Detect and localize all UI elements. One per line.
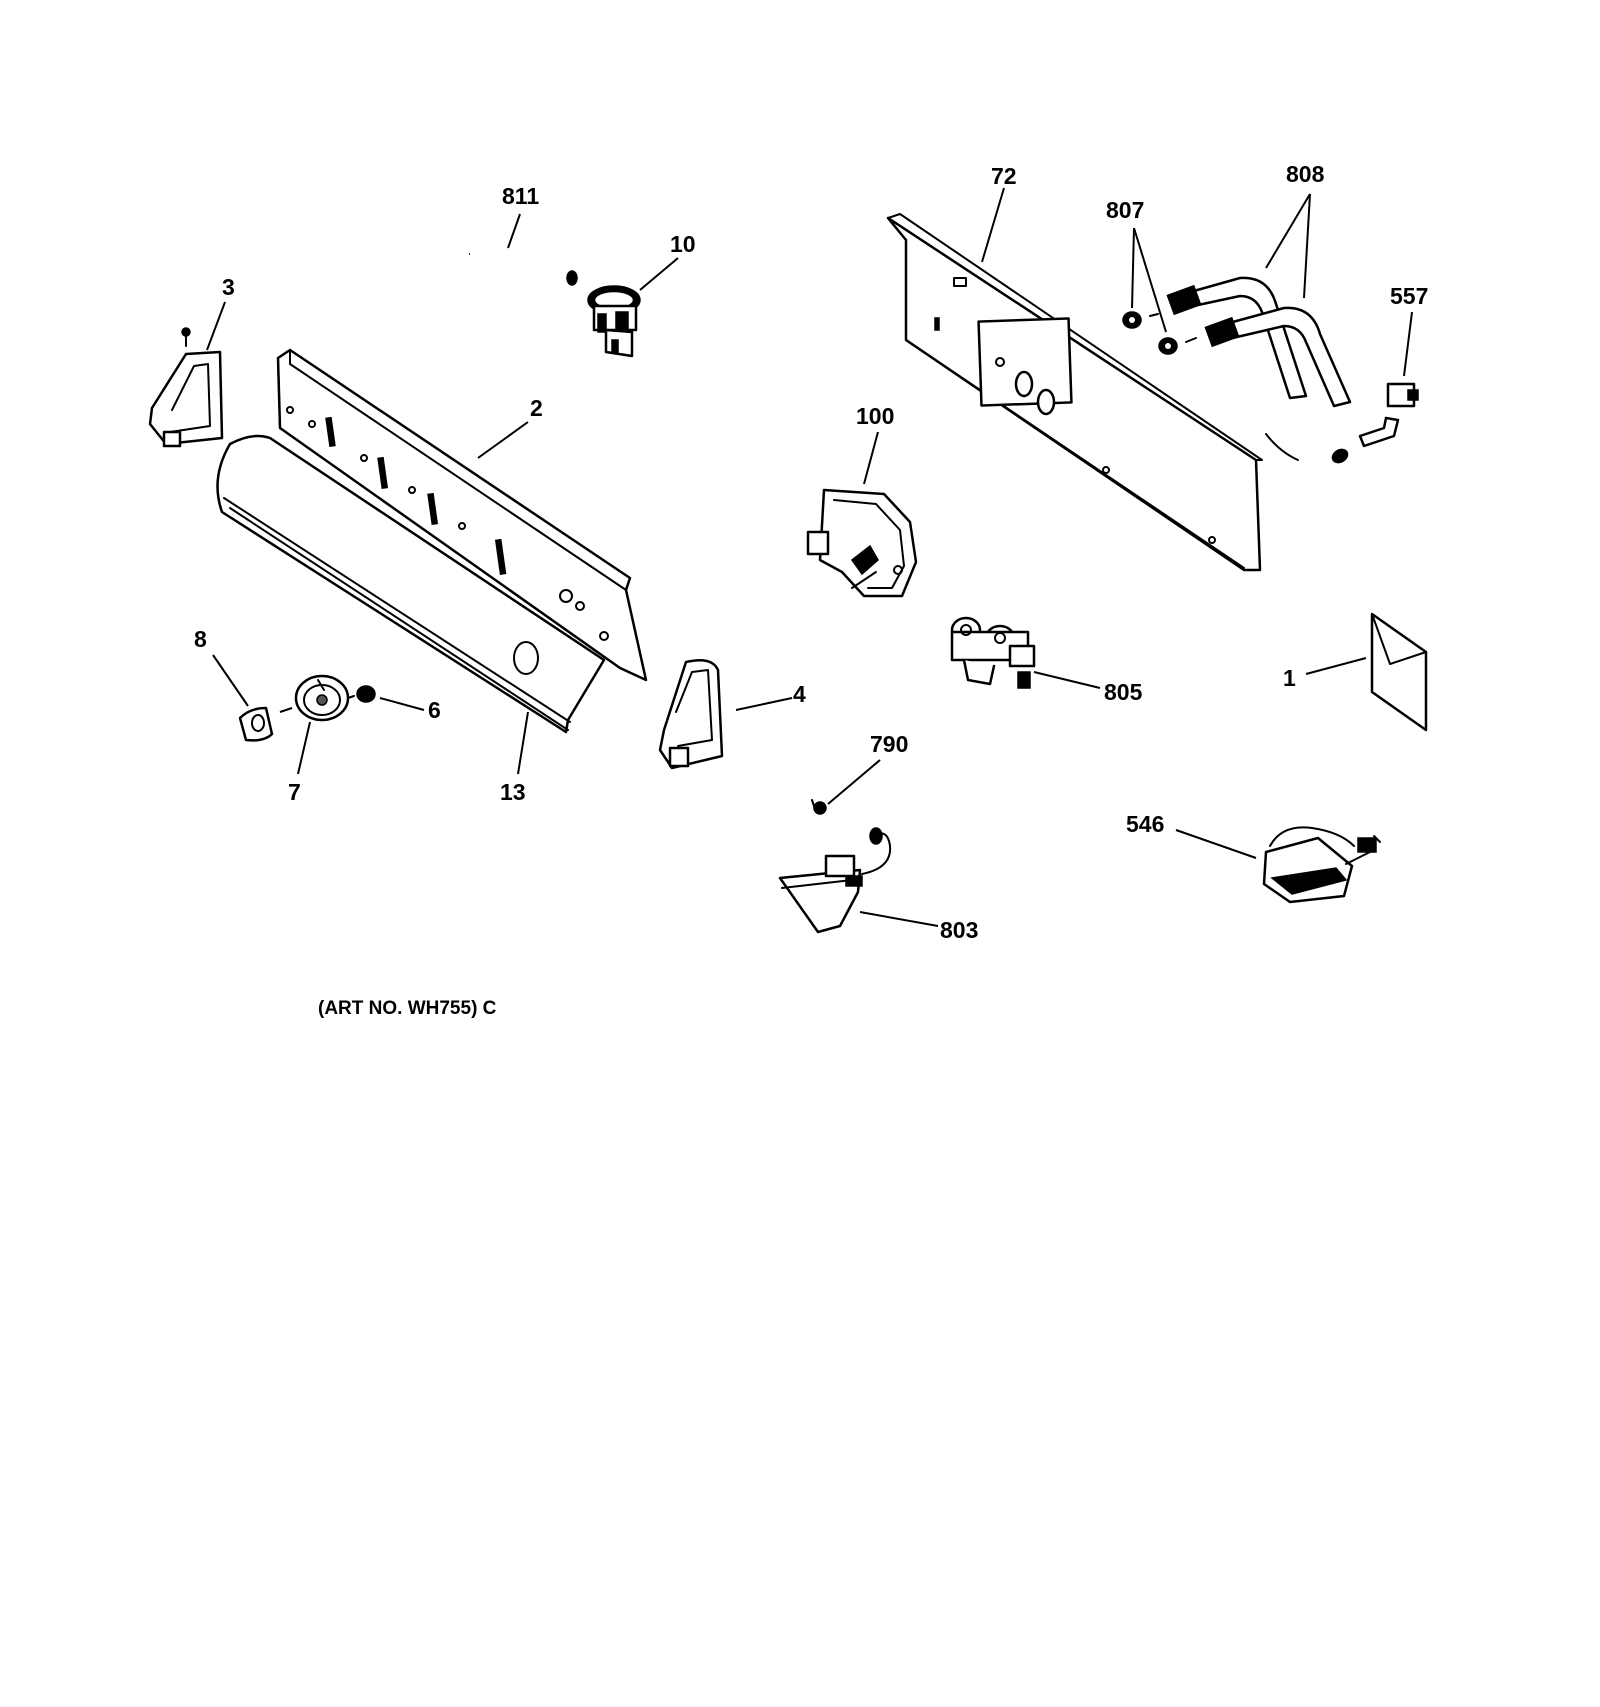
leader-790 [827, 759, 881, 805]
callout-4: 4 [793, 681, 806, 707]
leader-7 [297, 721, 311, 775]
part-3-end-cap-left[interactable] [148, 327, 224, 448]
part-803-lid-switch[interactable] [778, 827, 892, 934]
callout-1: 1 [1283, 665, 1296, 691]
callout-805: 805 [1104, 679, 1143, 705]
leader-808b [1303, 193, 1311, 299]
leader-72 [981, 187, 1005, 263]
part-1-literature[interactable] [1370, 612, 1428, 732]
leader-10 [639, 257, 679, 291]
callout-72: 72 [991, 163, 1017, 189]
callout-6: 6 [428, 697, 441, 723]
part-557-harness[interactable] [1265, 382, 1419, 465]
leader-803 [859, 911, 939, 927]
leader-546 [1175, 829, 1257, 859]
leader-13 [517, 711, 529, 775]
art-number-caption: (ART NO. WH755) C [318, 998, 497, 1019]
part-2-control-panel[interactable] [276, 348, 648, 682]
part-72-backsplash[interactable] [886, 213, 1263, 572]
part-100-timer[interactable] [806, 488, 918, 598]
leader-6 [379, 697, 425, 711]
callout-807: 807 [1106, 197, 1144, 223]
part-6-bushing[interactable] [347, 685, 376, 703]
callout-3: 3 [222, 274, 235, 300]
leader-557 [1403, 311, 1413, 377]
part-546-power-cord[interactable] [1262, 826, 1381, 904]
callout-8: 8 [194, 626, 207, 652]
leader-807b [1133, 227, 1167, 333]
leader-8 [212, 654, 249, 707]
part-790-screw[interactable] [811, 799, 827, 815]
part-4-end-cap-right[interactable] [658, 659, 724, 770]
leader-2 [477, 421, 529, 459]
callout-557: 557 [1390, 283, 1428, 309]
part-808-inlet-hoses[interactable] [1149, 276, 1352, 408]
callout-13: 13 [500, 779, 526, 805]
leader-808a [1265, 193, 1311, 269]
leader-4 [735, 697, 793, 711]
callout-7: 7 [288, 779, 301, 805]
leader-811 [507, 213, 521, 249]
callout-811: 811 [502, 183, 539, 209]
leader-805 [1033, 671, 1101, 689]
callout-803: 803 [940, 917, 978, 943]
callout-546: 546 [1126, 811, 1164, 837]
leader-7b [279, 707, 293, 713]
part-805-water-valve[interactable] [950, 616, 1036, 689]
callout-808: 808 [1286, 161, 1325, 187]
part-7-dial[interactable] [294, 674, 350, 722]
leader-3 [206, 301, 226, 351]
part-13-console-cover[interactable] [216, 434, 606, 734]
leader-1 [1305, 657, 1367, 675]
part-807-washers[interactable] [1122, 311, 1178, 355]
callout-100: 100 [856, 403, 894, 429]
leader-100 [863, 431, 879, 485]
part-811-hose[interactable] [469, 251, 578, 286]
callout-2: 2 [530, 395, 543, 421]
callout-790: 790 [870, 731, 908, 757]
part-8-knob[interactable] [238, 706, 274, 742]
part-10-pressure-switch[interactable] [587, 285, 641, 358]
leader-807a [1131, 227, 1135, 309]
callout-10: 10 [670, 231, 696, 257]
